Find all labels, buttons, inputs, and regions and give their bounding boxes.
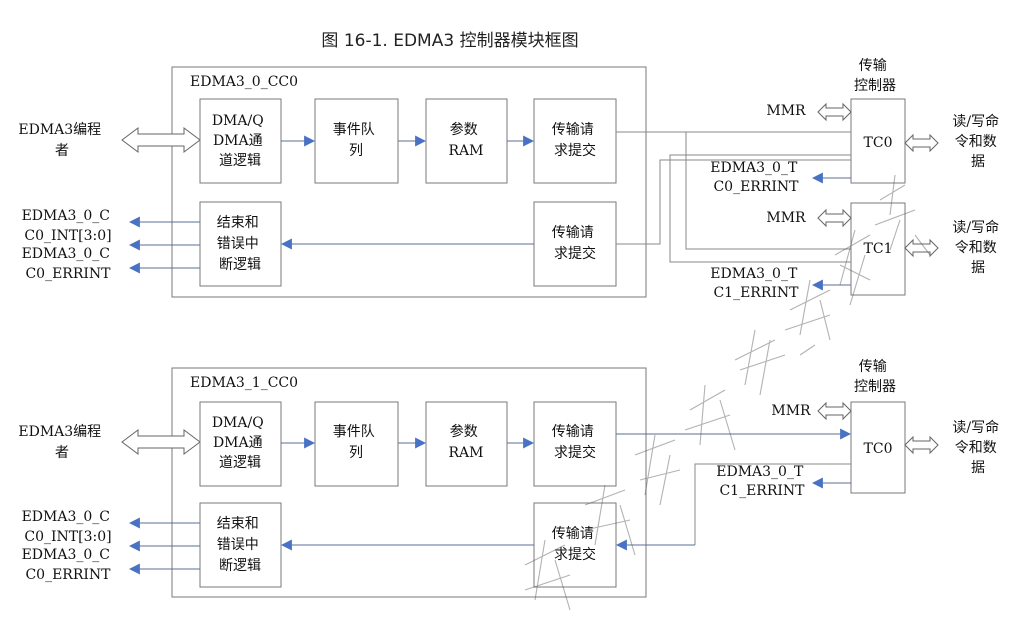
cc0-param-ram-label: 参数 RAM (449, 121, 484, 159)
cc0-channel-logic-box (199, 98, 282, 184)
tc-group0-header: 传输 控制器 (854, 58, 896, 94)
figure-title: 图 16-1. EDMA3 控制器模块框图 (321, 31, 578, 51)
tc-group0: 传输 控制器 TC0 TC1 MMR MMR 读/写命 令和数 据 读/写命 令… (616, 58, 1003, 301)
cc1-completion-logic-label: 结束和 错误中 断逻辑 (217, 516, 263, 574)
cc0-event-queue-label: 事件队 列 (333, 122, 379, 159)
cc1-transfer-submit-box (533, 401, 617, 487)
cc0-transfer-submit-label: 传输请 求提交 (552, 122, 598, 159)
rw0-label: 读/写命 令和数 据 (952, 113, 1003, 170)
cc1-out-int-label: EDMA3_0_C C0_INT[3:0] (22, 509, 115, 545)
cc1-param-ram-label: 参数 RAM (449, 423, 484, 461)
rw-bottom-label: 读/写命 令和数 据 (952, 419, 1003, 476)
cc0-channel-logic-label: DMA/Q DMA通 道逻辑 (212, 113, 268, 169)
mmr0-label: MMR (766, 103, 806, 119)
rw1-double-arrow (904, 238, 939, 258)
cc1-out-err-label: EDMA3_0_C C0_ERRINT (22, 547, 115, 583)
mmr1-double-arrow (817, 208, 852, 228)
cc1-channel-logic-box (199, 401, 282, 487)
cc0-completion-logic-label: 结束和 错误中 断逻辑 (217, 215, 263, 273)
cc0-label: EDMA3_0_CC0 (190, 74, 298, 90)
wire-tc0-to-cc1-submit2 (694, 463, 851, 545)
cc1-programmer-double-arrow (121, 429, 201, 455)
tc0-label: TC0 (864, 135, 893, 151)
cc1-programmer-label: EDMA3编程 者 (18, 424, 105, 461)
cc1-label: EDMA3_1_CC0 (190, 375, 298, 391)
tc0-box (850, 98, 906, 184)
tc-group1: 传输 控制器 TC0 MMR 读/写命 令和数 据 EDMA3_0_T C1_E… (615, 359, 1003, 551)
rw-bottom-double-arrow (904, 435, 939, 455)
mmr-bottom-label: MMR (771, 403, 811, 419)
cc0-event-queue-box (314, 98, 399, 184)
cc0-programmer-double-arrow (121, 127, 201, 153)
cc1-transfer-submit2-box (533, 502, 617, 588)
tc0-bottom-box (850, 401, 906, 494)
tc1-label: TC1 (864, 241, 893, 257)
cc1-transfer-submit2-label: 传输请 求提交 (552, 526, 598, 563)
tc-group1-header: 传输 控制器 (854, 359, 896, 395)
cc0-transfer-submit-box (533, 98, 617, 184)
cc0-transfer-submit2-box (533, 201, 617, 287)
cc1-event-queue-box (314, 401, 399, 487)
watermark-strokes (524, 174, 931, 611)
cc0-out-int-label: EDMA3_0_C C0_INT[3:0] (22, 208, 115, 244)
wire-tc0-return (669, 154, 851, 263)
wire-tcs-to-submit2 (616, 159, 851, 245)
wire-submit-to-tc1 (616, 131, 851, 250)
tc1-err-label: EDMA3_0_T C1_ERRINT (710, 266, 802, 301)
cc0-completion-logic-box (199, 201, 282, 287)
mmr-bottom-double-arrow (817, 401, 852, 421)
rw1-label: 读/写命 令和数 据 (952, 219, 1003, 276)
cc1-channel-logic-label: DMA/Q DMA通 道逻辑 (212, 415, 268, 471)
cc0-programmer-label: EDMA3编程 者 (18, 122, 105, 159)
tc0-err-label: EDMA3_0_T C0_ERRINT (710, 160, 802, 195)
mmr1-label: MMR (766, 210, 806, 226)
cc1-param-ram-box (425, 401, 508, 487)
cc0-out-err-label: EDMA3_0_C C0_ERRINT (22, 246, 115, 282)
mmr0-double-arrow (817, 102, 852, 122)
cc1-event-queue-label: 事件队 列 (333, 424, 379, 461)
rw0-double-arrow (904, 133, 939, 153)
tc0-bottom-label: TC0 (864, 441, 893, 457)
cc1-section: EDMA3_1_CC0 EDMA3编程 者 DMA/Q DMA通 道逻辑 事件队… (18, 367, 647, 598)
cc0-section: EDMA3_0_CC0 EDMA3编程 者 DMA/Q DMA通 道逻辑 事件队… (18, 66, 647, 298)
cc1-transfer-submit-label: 传输请 求提交 (552, 424, 598, 461)
cc0-param-ram-box (425, 98, 508, 184)
cc0-transfer-submit2-label: 传输请 求提交 (552, 225, 598, 262)
tc0-bottom-err-label: EDMA3_0_T C1_ERRINT (716, 464, 808, 499)
